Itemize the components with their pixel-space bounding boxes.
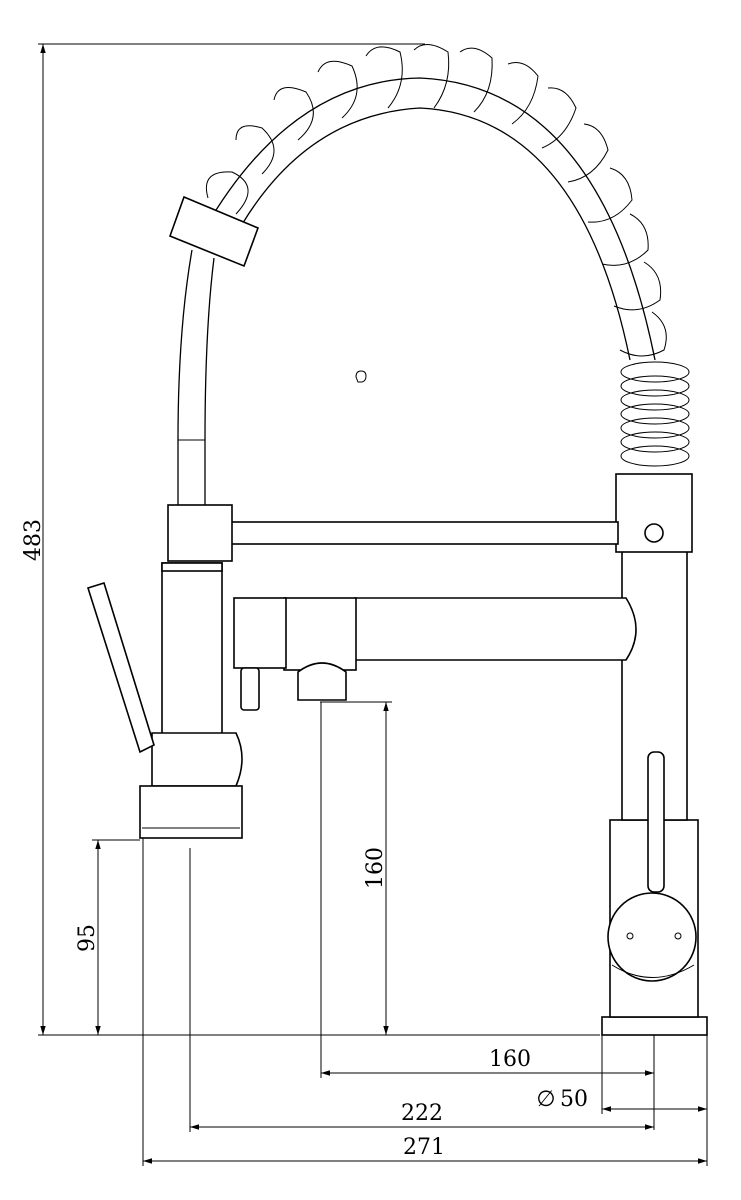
spout-outlet xyxy=(297,662,347,701)
spray-stem-top xyxy=(161,562,223,572)
label-base-diameter: 50 xyxy=(560,1087,588,1112)
spray-side-lever xyxy=(86,581,155,754)
hose-collar xyxy=(168,195,260,268)
mixer-lever xyxy=(647,751,665,893)
spray-neck xyxy=(151,732,243,787)
spout-toggle xyxy=(240,667,260,711)
pull-down-hose xyxy=(168,44,667,505)
coupling-hole xyxy=(644,523,664,543)
spout-collar xyxy=(233,597,287,669)
secondary-spout xyxy=(354,597,637,661)
dimension-labels: 483 95 160 160 ∅ 50 222 271 xyxy=(21,519,588,1160)
label-total-reach: 271 xyxy=(403,1135,445,1160)
holder-clip xyxy=(167,504,233,562)
holder-bar xyxy=(229,521,619,545)
mixer-knob xyxy=(607,892,697,982)
spring-coils-lower xyxy=(620,361,690,467)
label-total-height: 483 xyxy=(21,519,46,561)
dimension-lines xyxy=(38,43,708,1166)
knob-screw-left xyxy=(626,932,634,940)
spray-head-assembly xyxy=(86,562,243,839)
label-spout-reach: 160 xyxy=(489,1047,531,1072)
spray-nozzle xyxy=(139,785,243,839)
base-ring xyxy=(601,1016,708,1036)
faucet-body xyxy=(167,361,708,1036)
spray-stem xyxy=(161,562,223,739)
cursor-icon xyxy=(355,370,367,383)
base-diameter-symbol: ∅ xyxy=(536,1087,555,1112)
knob-screw-right xyxy=(674,932,682,940)
label-spray-reach: 222 xyxy=(401,1101,443,1126)
spring-coils-arch xyxy=(206,44,667,357)
label-spout-clearance: 160 xyxy=(363,847,388,889)
label-spray-height: 95 xyxy=(75,924,100,952)
spout-body xyxy=(283,597,357,671)
